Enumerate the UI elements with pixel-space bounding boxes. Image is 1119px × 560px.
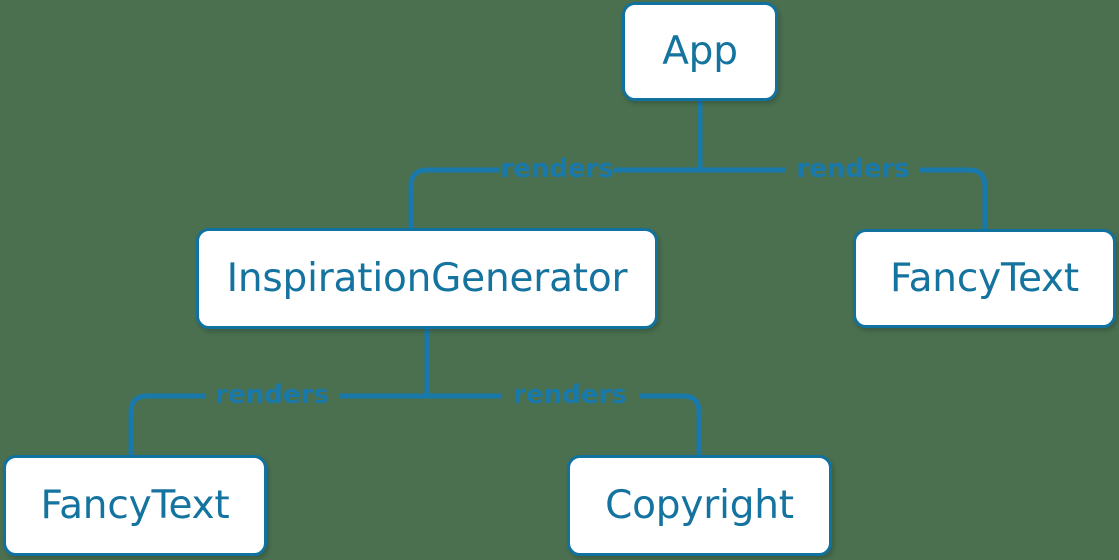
node-label-inspirationgenerator: InspirationGenerator <box>226 256 628 301</box>
edge-label-app-to-fancytext-right: renders <box>796 154 910 184</box>
node-label-fancytext-bottom-left: FancyText <box>40 483 230 528</box>
edge-label-inspirationgenerator-to-fancytext-left: renders <box>215 380 329 410</box>
node-app[interactable]: App <box>622 2 778 101</box>
edge-inspirationgenerator-to-fancytext-left <box>128 393 427 455</box>
node-fancytext-right[interactable]: FancyText <box>853 229 1116 328</box>
edge-app-to-inspirationgenerator <box>408 167 700 228</box>
node-copyright[interactable]: Copyright <box>567 455 832 556</box>
node-fancytext-bottom-left[interactable]: FancyText <box>3 455 267 556</box>
edge-app-to-fancytext-right <box>700 167 988 229</box>
edge-label-app-to-inspirationgenerator: renders <box>500 154 614 184</box>
node-label-app: App <box>662 29 738 74</box>
edge-label-inspirationgenerator-to-copyright: renders <box>513 380 627 410</box>
node-label-copyright: Copyright <box>605 483 794 528</box>
node-label-fancytext-right: FancyText <box>889 256 1080 301</box>
edge-inspirationgenerator-to-copyright <box>427 393 702 455</box>
node-inspirationgenerator[interactable]: InspirationGenerator <box>196 228 658 329</box>
